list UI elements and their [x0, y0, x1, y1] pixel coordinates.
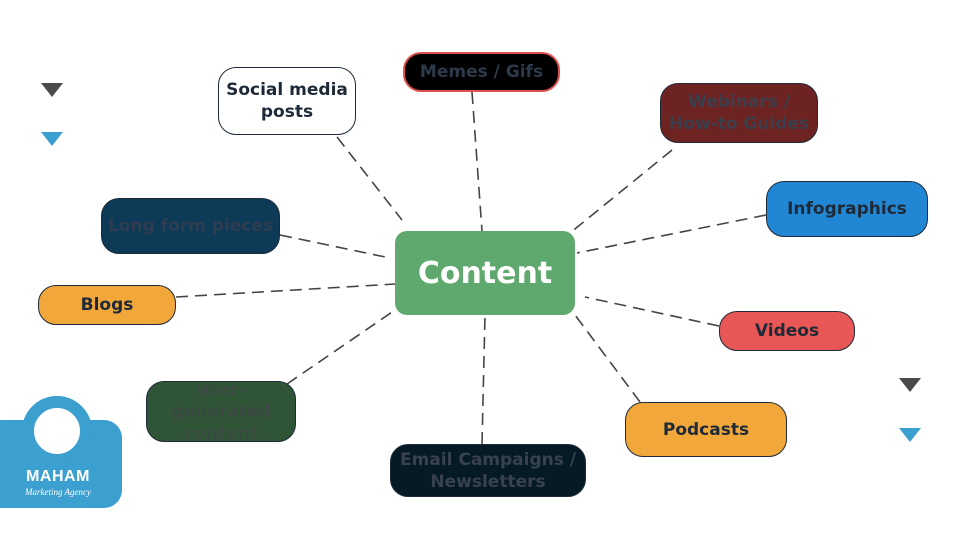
- node-blogs[interactable]: Blogs: [38, 285, 176, 325]
- node-label-line: Blogs: [80, 295, 134, 315]
- logo-name: MAHAM: [26, 468, 90, 485]
- node-email-campaigns[interactable]: Email Campaigns /Newsletters: [390, 444, 586, 497]
- node-label-line: Podcasts: [662, 419, 750, 440]
- node-label-line: Social media: [226, 80, 348, 100]
- connector-line: [569, 149, 673, 234]
- connector-line: [584, 296, 720, 327]
- connector-line: [481, 314, 486, 445]
- triangle-blue-icon: [899, 428, 921, 442]
- center-node-content[interactable]: Content: [395, 231, 575, 315]
- node-label-line: content: [184, 423, 258, 444]
- node-label-line: How-to Guides: [668, 114, 810, 134]
- node-long-form-pieces[interactable]: Long form pieces: [101, 198, 280, 254]
- node-label-line: Long form pieces: [107, 216, 274, 236]
- node-podcasts[interactable]: Podcasts: [625, 402, 787, 457]
- node-label-line: Infographics: [787, 199, 907, 219]
- triangle-dark-icon: [41, 83, 63, 97]
- node-label-line: Email Campaigns /: [399, 449, 577, 470]
- node-videos[interactable]: Videos: [719, 311, 855, 351]
- triangle-dark-icon: [899, 378, 921, 392]
- node-infographics[interactable]: Infographics: [766, 181, 928, 237]
- center-node-label: Content: [417, 255, 553, 291]
- node-webinars-guides[interactable]: Webinars /How-to Guides: [660, 83, 818, 143]
- node-label-line: Memes / Gifs: [419, 62, 544, 82]
- connector-line: [175, 283, 396, 298]
- connector-line: [286, 307, 399, 385]
- connector-line: [576, 214, 767, 254]
- triangle-blue-icon: [41, 132, 63, 146]
- node-label-line: Newsletters: [430, 471, 546, 492]
- logo-icon: [22, 396, 92, 466]
- node-label-line: posts: [260, 102, 314, 122]
- logo-tagline: Marketing Agency: [24, 487, 92, 497]
- connector-line: [336, 136, 403, 221]
- node-memes-gifs[interactable]: Memes / Gifs: [403, 52, 560, 92]
- node-label-line: user-generated: [171, 379, 271, 422]
- connector-line: [471, 91, 483, 232]
- connector-line: [279, 234, 391, 259]
- connector-line: [574, 314, 641, 403]
- node-label-line: Webinars /: [688, 92, 790, 112]
- node-label-line: Videos: [754, 321, 820, 341]
